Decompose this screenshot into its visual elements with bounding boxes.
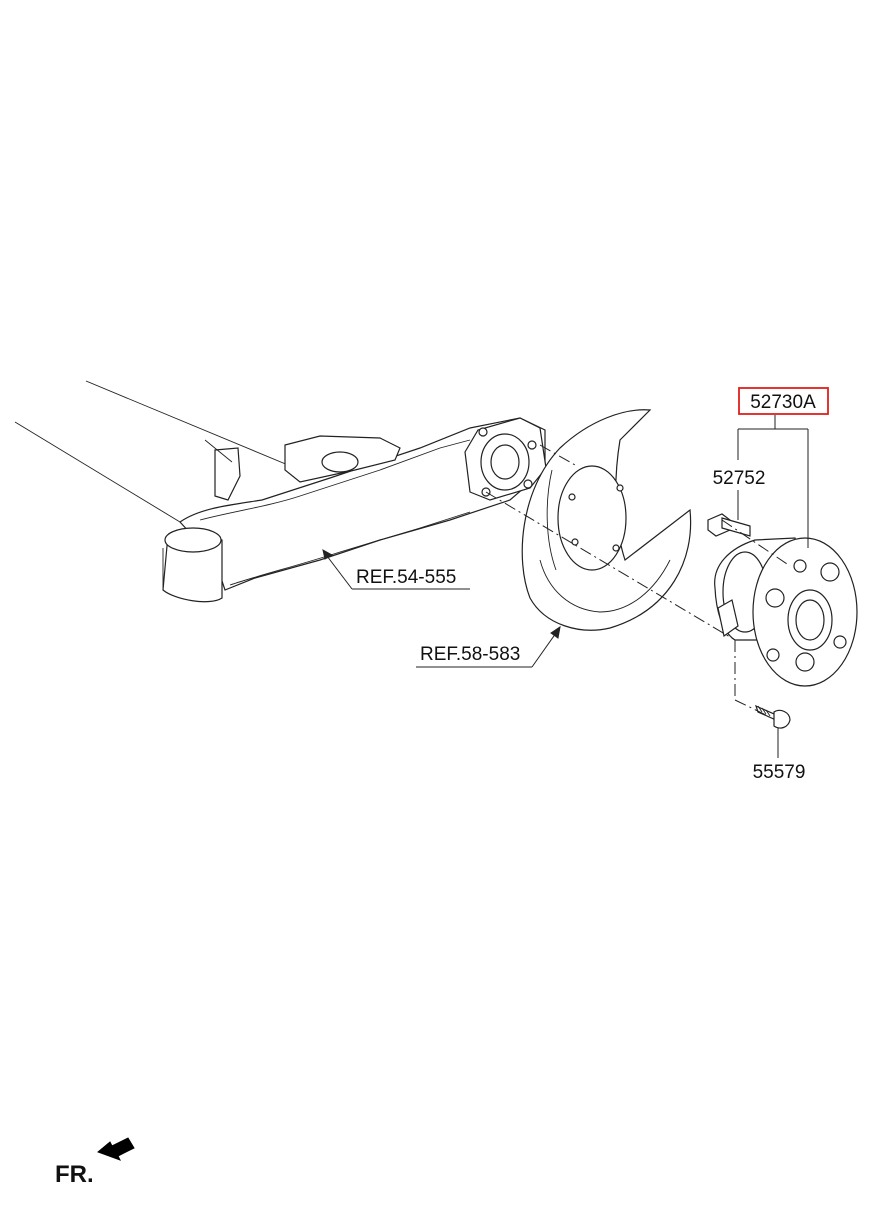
assembly-axis-lines: [485, 444, 791, 717]
ref-54-555-text: REF.54-555: [356, 567, 456, 588]
rear-axle-beam: [14, 380, 546, 603]
ref-callout-axle: REF.54-555: [322, 549, 470, 590]
callout-52752: 52752: [713, 468, 766, 520]
callout-55579: 55579: [753, 728, 806, 783]
ref-callout-shield: REF.58-583: [416, 625, 561, 668]
highlight-box: [738, 387, 829, 415]
front-arrow-icon: [97, 1137, 135, 1161]
callout-52752-text: 52752: [713, 468, 766, 489]
callout-52730A: 52730A: [737, 387, 829, 548]
spindle-flange: [464, 417, 547, 501]
front-label: FR.: [55, 1161, 94, 1188]
callout-52730A-text: 52730A: [750, 392, 816, 413]
front-direction-indicator: FR.: [55, 1137, 135, 1188]
ref-58-583-text: REF.58-583: [420, 644, 520, 665]
dust-shield: [521, 409, 692, 631]
hub-bolt: [707, 513, 751, 537]
callout-55579-text: 55579: [753, 762, 806, 783]
hub-bearing-assembly: [714, 537, 858, 687]
mounting-bolt: [755, 704, 791, 729]
